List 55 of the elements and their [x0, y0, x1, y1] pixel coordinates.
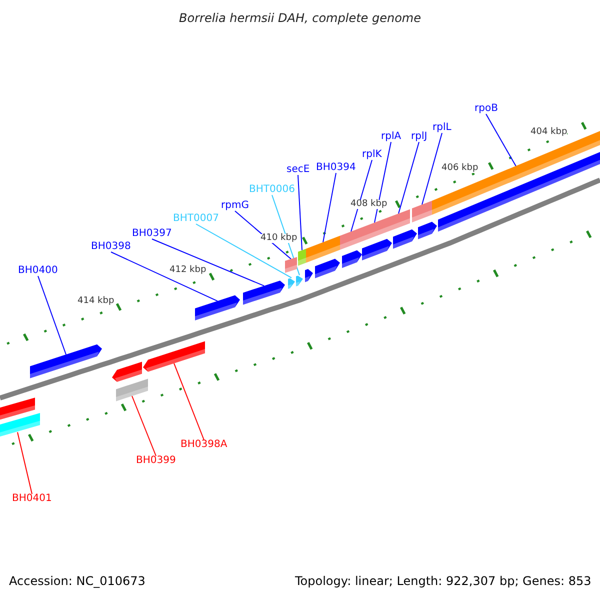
leader-line	[374, 142, 392, 224]
leader-line	[322, 172, 336, 243]
leader-line	[132, 396, 156, 456]
gene-feature	[195, 295, 240, 320]
gene-label: rpmG	[221, 201, 249, 211]
leader-line	[350, 160, 372, 232]
gene-label: BH0397	[132, 229, 172, 239]
gene-label: rplL	[432, 123, 452, 133]
gene-label: BH0400	[18, 266, 58, 276]
gene-label: BH0394	[316, 163, 356, 173]
scale-label: 410 kbp	[260, 234, 298, 243]
gene-feature	[412, 200, 432, 222]
scale-label: 408 kbp	[350, 200, 388, 209]
scale-label: 406 kbp	[442, 164, 478, 173]
gene-label: rpoB	[474, 104, 498, 114]
gene-label: secE	[286, 165, 310, 175]
title: Borrelia hermsii DAH, complete genome	[178, 12, 422, 24]
leader-line	[272, 194, 300, 276]
gene-feature	[30, 344, 102, 378]
gene-feature	[288, 278, 295, 289]
scale-label: 412 kbp	[170, 266, 206, 275]
leader-line	[174, 362, 204, 440]
gene-feature	[298, 248, 306, 266]
footer-text: Accession: NC_010673	[9, 575, 146, 587]
gene-label: BHT0007	[173, 214, 219, 224]
gene-label: rplJ	[411, 132, 428, 142]
leader-line	[196, 224, 292, 278]
leader-line	[17, 432, 32, 494]
gene-feature	[306, 236, 340, 263]
gene-label: BH0399	[136, 456, 176, 466]
gene-feature	[243, 280, 285, 305]
gene-label: rplK	[362, 150, 382, 160]
gene-label: BHT0006	[249, 185, 295, 195]
gene-feature	[387, 209, 410, 232]
scale-label: 404 kbp	[530, 128, 568, 137]
gene-feature	[116, 378, 148, 402]
leader-line	[110, 252, 218, 302]
gene-feature	[296, 276, 303, 286]
gene-feature	[0, 413, 40, 438]
leader-line	[152, 238, 264, 286]
leader-line	[38, 276, 66, 355]
leader-line	[486, 114, 516, 167]
leader-line	[398, 142, 420, 214]
gene-feature	[285, 257, 297, 273]
scale-label: 414 kbp	[78, 297, 114, 306]
gene-label: BH0398A	[180, 440, 228, 450]
gene-feature	[143, 341, 205, 372]
gene-feature	[362, 218, 387, 242]
gene-feature	[340, 227, 362, 250]
gene-label: rplA	[381, 132, 402, 142]
gene-label: BH0401	[12, 494, 52, 504]
gene-label: BH0398	[91, 242, 131, 252]
leader-line	[422, 132, 442, 206]
footer-text: Topology: linear; Length: 922,307 bp; Genes: 853	[295, 575, 592, 587]
leader-line	[298, 174, 302, 251]
